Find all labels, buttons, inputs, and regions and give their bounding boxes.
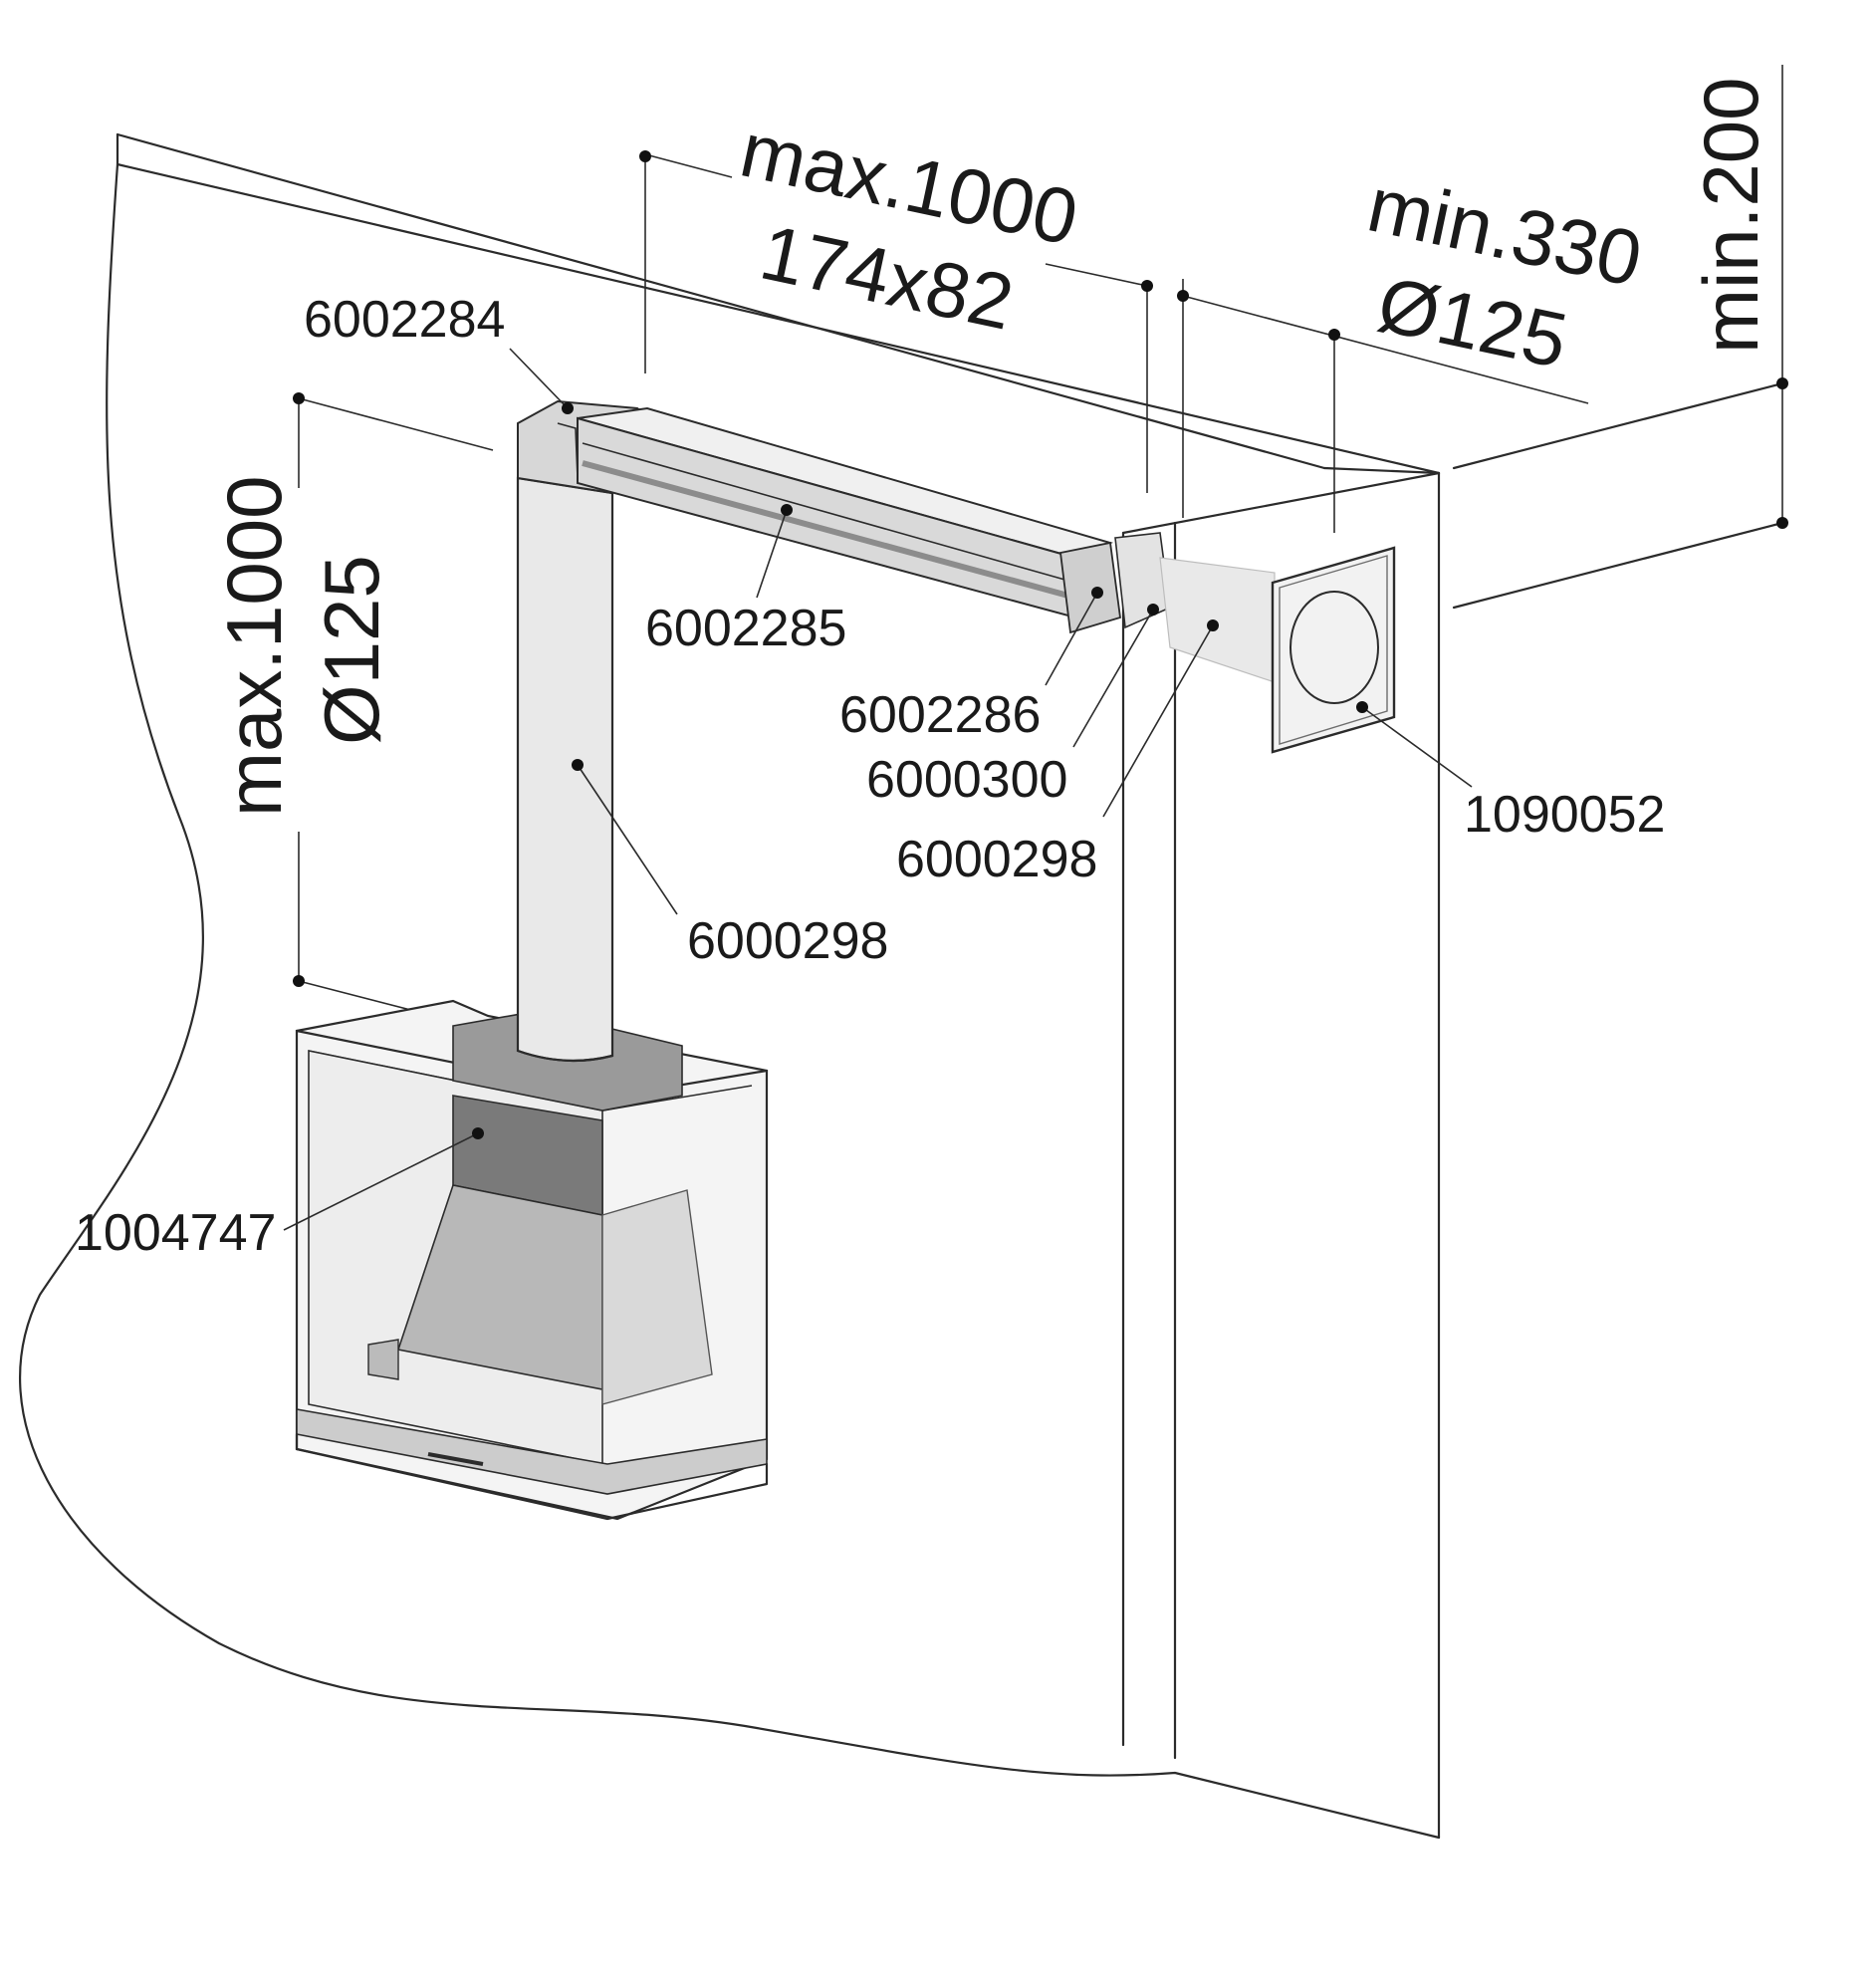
part-rect-adapter: 6002286 (839, 686, 1041, 744)
part-elbow-top: 6002284 (304, 291, 505, 349)
part-wall-pipe: 6000298 (896, 831, 1097, 888)
part-round-adapter: 6000300 (866, 751, 1067, 809)
fireplace (295, 999, 769, 1521)
part-rect-duct: 6002285 (645, 600, 846, 657)
part-fireplace-connector: 1004747 (75, 1204, 276, 1262)
wall-connection (1059, 532, 1276, 683)
wall-terminal (1271, 546, 1396, 754)
dim-vertical-length: max.1000 (210, 475, 298, 817)
dim-vertical-diameter: Ø125 (308, 555, 395, 745)
vertical-pipe (516, 476, 614, 1063)
building-outline (18, 132, 1784, 1840)
part-vertical-pipe: 6000298 (687, 912, 888, 970)
part-wall-terminal: 1090052 (1464, 786, 1665, 844)
horizontal-rect-duct (577, 406, 1113, 619)
leader-lines (283, 348, 1473, 1231)
dim-ceiling-gap: min.200 (1687, 78, 1774, 355)
